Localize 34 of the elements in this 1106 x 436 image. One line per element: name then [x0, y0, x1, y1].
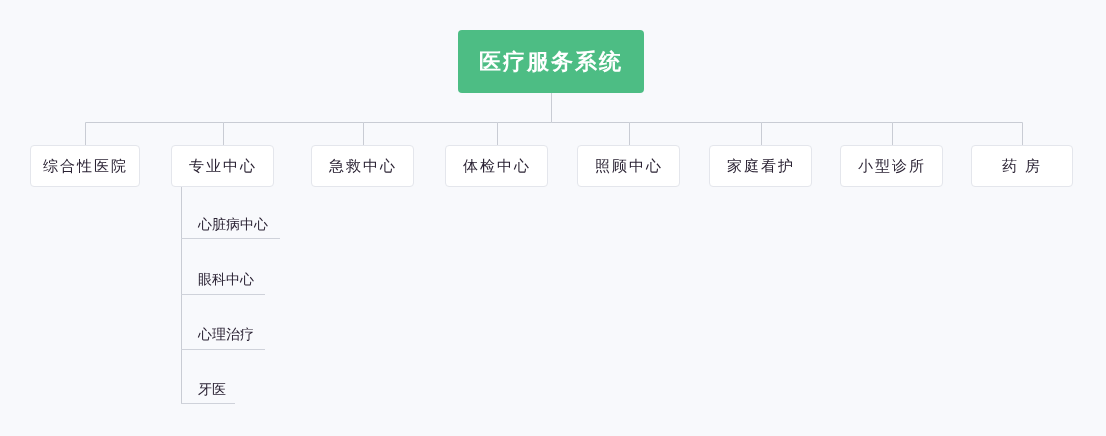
branch-box: 家庭看护	[709, 145, 812, 187]
connector-line	[551, 92, 552, 123]
connector-line	[181, 294, 182, 350]
branch-box: 体检中心	[445, 145, 548, 187]
connector-line	[761, 122, 893, 123]
branch-box: 急救中心	[311, 145, 414, 187]
connector-line	[363, 122, 364, 146]
underlined-subtopic: 牙医	[181, 377, 235, 404]
branch-box: 药 房	[971, 145, 1073, 187]
underlined-subtopic: 心脏病中心	[181, 212, 280, 239]
connector-line	[1022, 122, 1023, 146]
connector-line	[761, 122, 762, 146]
branch-box: 小型诊所	[840, 145, 943, 187]
connector-line	[181, 186, 182, 239]
connector-line	[85, 122, 224, 123]
connector-line	[363, 122, 498, 123]
connector-line	[85, 122, 86, 146]
connector-line	[223, 122, 364, 123]
branch-box: 综合性医院	[30, 145, 140, 187]
branch-box: 照顾中心	[577, 145, 680, 187]
underlined-subtopic: 眼科中心	[181, 266, 265, 295]
connector-line	[223, 122, 224, 146]
underlined-subtopic: 心理治疗	[181, 321, 265, 350]
connector-line	[181, 238, 182, 295]
connector-line	[892, 122, 893, 146]
connector-line	[497, 122, 498, 146]
connector-line	[629, 122, 630, 146]
connector-line	[629, 122, 762, 123]
connector-line	[551, 122, 630, 123]
connector-line	[497, 122, 552, 123]
connector-line	[181, 349, 182, 404]
branch-box: 专业中心	[171, 145, 274, 187]
connector-line	[892, 122, 1023, 123]
root-topic-box: 医疗服务系统	[458, 30, 644, 93]
